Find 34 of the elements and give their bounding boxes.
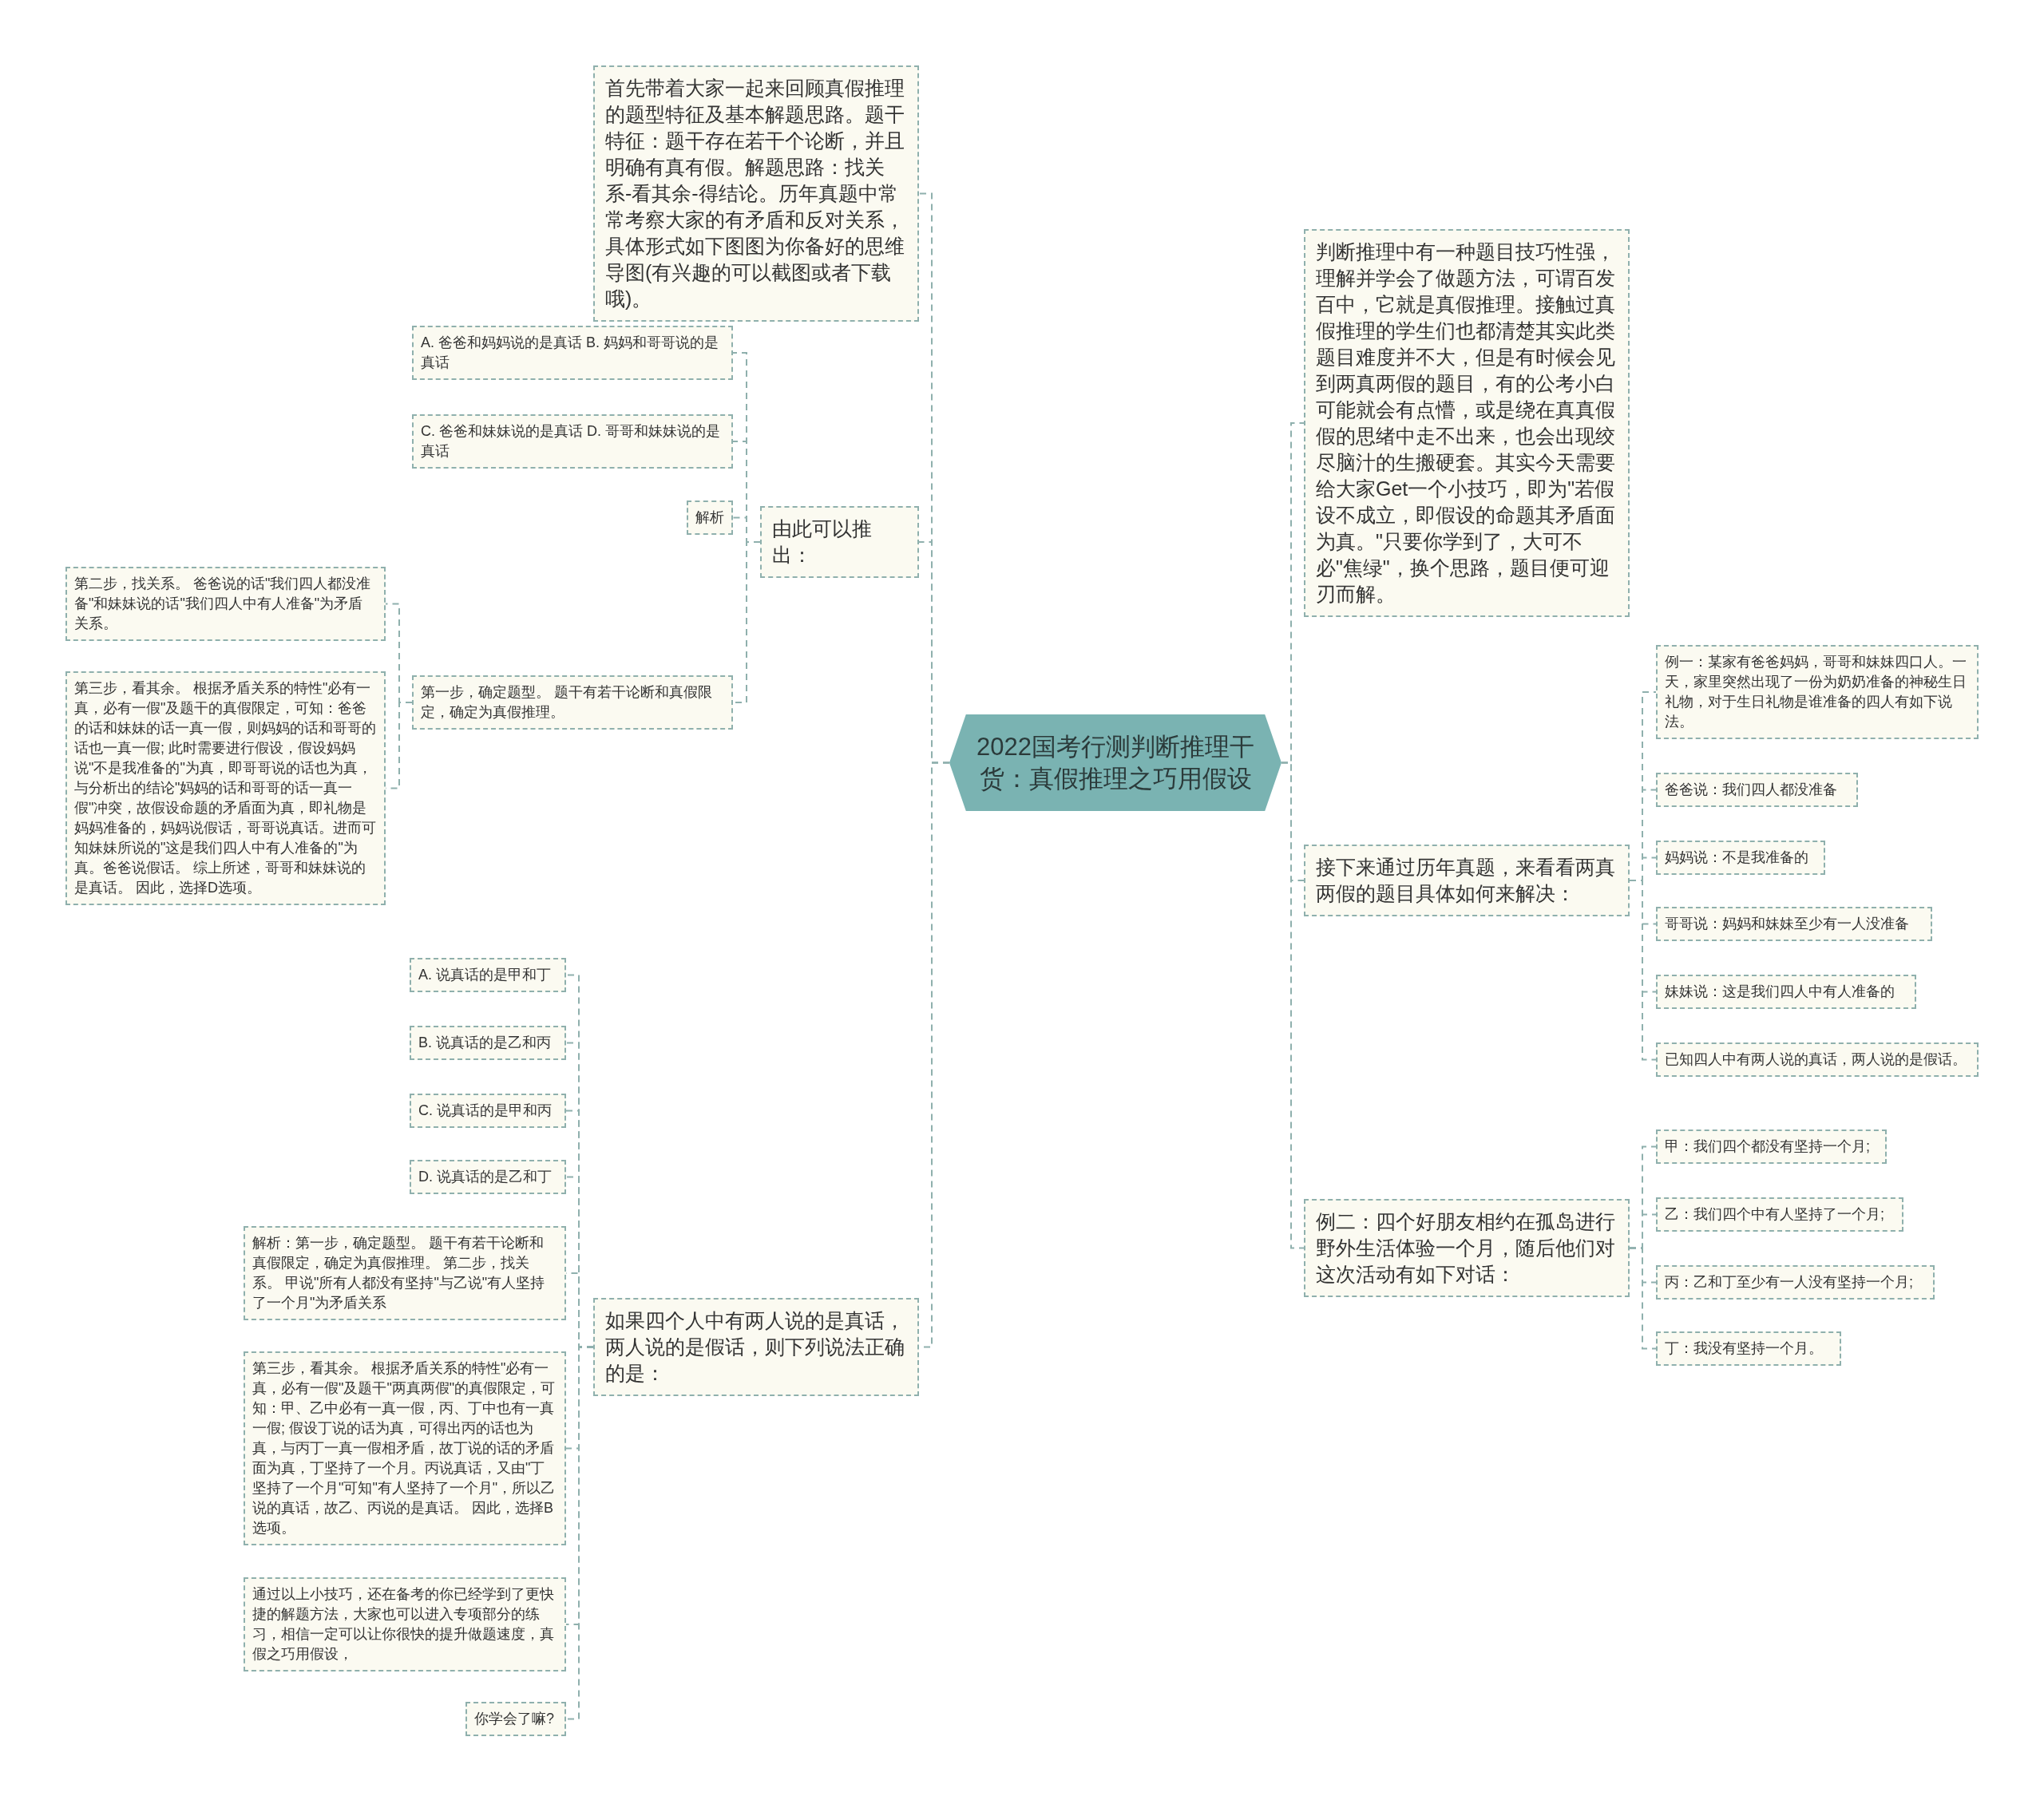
subtopic-box: 你学会了嘛?	[465, 1702, 566, 1736]
subtopic-box: 妹妹说：这是我们四人中有人准备的	[1656, 975, 1916, 1009]
subtopic-box: 第三步，看其余。 根据矛盾关系的特性"必有一真，必有一假"及题干"两真两假"的真假限定，可知：甲、乙中必有一真一假，丙、丁中也有一真一假; 假设丁说的话为真，可得出丙的话也为真，与丙丁一真一假相矛盾，故丁说的话的矛盾面为真，丁坚持了一个月。丙说真话，又由"丁坚持了一个月"可知"有人坚持了一个月"，所以乙说的真话，故乙、丙说的是真话。 因此，选择B选项。	[244, 1351, 566, 1545]
topic-box: 接下来通过历年真题，来看看两真两假的题目具体如何来解决：	[1304, 845, 1630, 916]
subtopic-box: 第二步，找关系。 爸爸说的话"我们四人都没准备"和妹妹说的话"我们四人中有人准备"为矛盾关系。	[65, 567, 386, 641]
subtopic-box: 甲：我们四个都没有坚持一个月;	[1656, 1129, 1887, 1164]
topic-box: 例二：四个好朋友相约在孤岛进行野外生活体验一个月，随后他们对这次活动有如下对话：	[1304, 1199, 1630, 1297]
central-topic: 2022国考行测判断推理干货：真假推理之巧用假设	[949, 714, 1281, 811]
subtopic-box: 解析：第一步，确定题型。 题干有若干论断和真假限定，确定为真假推理。 第二步，找关系。 甲说"所有人都没有坚持"与乙说"有人坚持了一个月"为矛盾关系	[244, 1226, 566, 1320]
subtopic-box: 解析	[687, 500, 733, 535]
subtopic-box: A. 说真话的是甲和丁	[410, 958, 566, 992]
connector	[1629, 880, 1657, 1061]
subtopic-box: C. 爸爸和妹妹说的是真话 D. 哥哥和妹妹说的是真话	[412, 414, 733, 469]
subtopic-box: D. 说真话的是乙和丁	[410, 1160, 566, 1194]
topic-box: 首先带着大家一起来回顾真假推理的题型特征及基本解题思路。题干特征：题干存在若干个论断，并且明确有真有假。解题思路：找关系-看其余-得结论。历年真题中常常考察大家的有矛盾和反对关系，具体形式如下图图为你备好的思维导图(有兴趣的可以截图或者下载哦)。	[593, 65, 919, 322]
subtopic-box: B. 说真话的是乙和丙	[410, 1026, 566, 1060]
subtopic-box: 丙：乙和丁至少有一人没有坚持一个月;	[1656, 1265, 1935, 1300]
subtopic-box: 第一步，确定题型。 题干有若干论断和真假限定，确定为真假推理。	[412, 675, 733, 730]
subtopic-box: 妈妈说：不是我准备的	[1656, 841, 1825, 875]
subtopic-box: 丁：我没有坚持一个月。	[1656, 1331, 1841, 1366]
connector	[1629, 1247, 1657, 1350]
subtopic-box: C. 说真话的是甲和丙	[410, 1094, 566, 1128]
topic-box: 如果四个人中有两人说的是真话，两人说的是假话，则下列说法正确的是：	[593, 1298, 919, 1396]
subtopic-box: 乙：我们四个中有人坚持了一个月;	[1656, 1197, 1903, 1232]
subtopic-box: A. 爸爸和妈妈说的是真话 B. 妈妈和哥哥说的是真话	[412, 326, 733, 380]
subtopic-box: 爸爸说：我们四人都没准备	[1656, 773, 1858, 807]
subtopic-box: 已知四人中有两人说的真话，两人说的是假话。	[1656, 1042, 1979, 1077]
topic-box: 由此可以推出：	[760, 506, 919, 578]
subtopic-box: 第三步，看其余。 根据矛盾关系的特性"必有一真，必有一假"及题干的真假限定，可知：爸爸的话和妹妹的话一真一假，则妈妈的话和哥哥的话也一真一假; 此时需要进行假设，假设妈妈说"不是我准备的"为真，即哥哥说的话也为真，与分析出的结论"妈妈的话和哥哥的话一真一假"冲突，故假设命题的矛盾面为真，即礼物是妈妈准备的，妈妈说假话，哥哥说真话。进而可知妹妹所说的"这是我们四人中有人准备的"为真。爸爸说假话。 综上所述，哥哥和妹妹说的是真话。 因此，选择D选项。	[65, 671, 386, 905]
subtopic-box: 例一：某家有爸爸妈妈，哥哥和妹妹四口人。一天，家里突然出现了一份为奶奶准备的神秘生日礼物，对于生日礼物是谁准备的四人有如下说法。	[1656, 645, 1979, 739]
connector	[1281, 762, 1305, 1249]
subtopic-box: 通过以上小技巧，还在备考的你已经学到了更快捷的解题方法，大家也可以进入专项部分的练习，相信一定可以让你很快的提升做题速度，真假之巧用假设，	[244, 1577, 566, 1671]
topic-box: 判断推理中有一种题目技巧性强，理解并学会了做题方法，可谓百发百中，它就是真假推理。接触过真假推理的学生们也都清楚其实此类题目难度并不大，但是有时候会见到两真两假的题目，有的公考小白可能就会有点懵，或是绕在真真假假的思绪中走不出来，也会出现绞尽脑汁的生搬硬套。其实今天需要给大家Get一个小技巧，即为"若假设不成立，即假设的命题其矛盾面为真。"只要你学到了，大可不必"焦绿"，换个思路，题目便可迎刃而解。	[1304, 229, 1630, 617]
subtopic-box: 哥哥说：妈妈和妹妹至少有一人没准备	[1656, 907, 1932, 941]
